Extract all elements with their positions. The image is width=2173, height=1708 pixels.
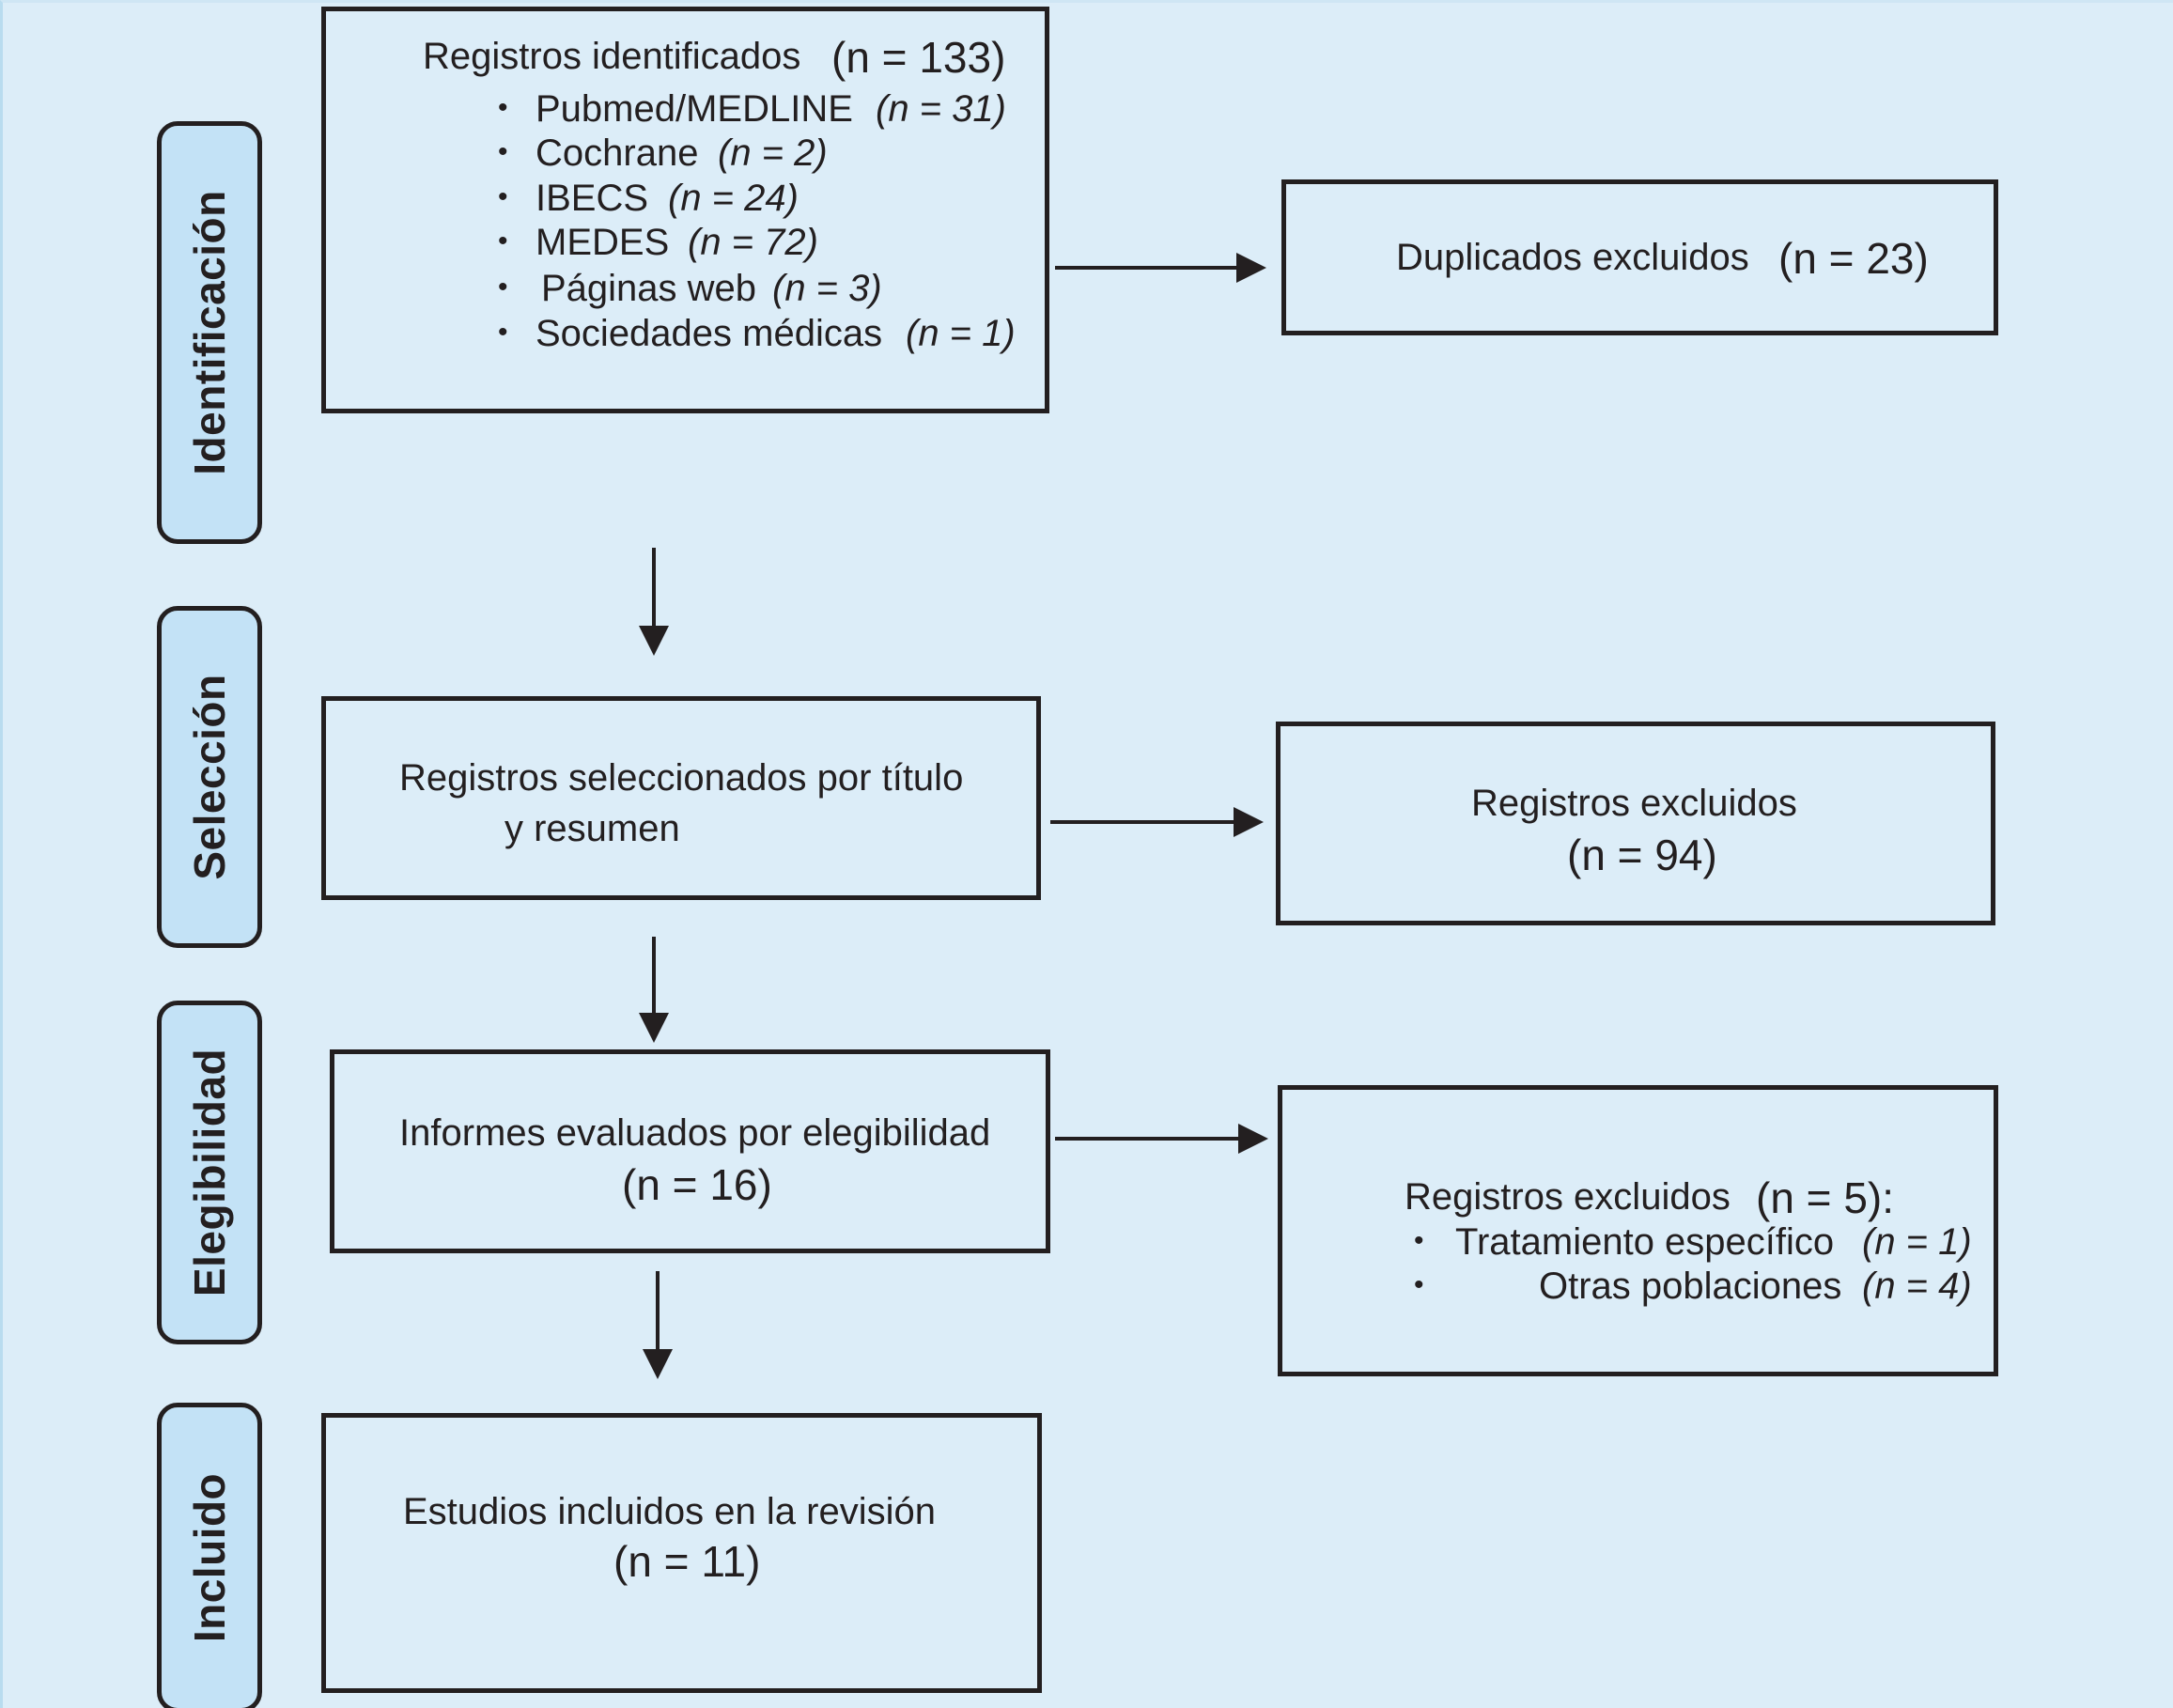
- phase-elegibilidad: Elegibilidad: [157, 1001, 262, 1344]
- included-count: (n = 11): [613, 1537, 761, 1586]
- source-bullet: •: [498, 272, 508, 303]
- source-count: (n = 24): [668, 178, 799, 219]
- source-name: Páginas web: [541, 268, 757, 309]
- phase-identificacion: Identificación: [157, 121, 262, 544]
- screen-excluded-count: (n = 94): [1567, 831, 1717, 879]
- arrow-to-elig-excluded: [1055, 1124, 1268, 1154]
- source-name: Cochrane: [535, 132, 699, 174]
- source-name: IBECS: [535, 178, 649, 219]
- connector-arrows: [639, 253, 1268, 1379]
- source-bullet: •: [498, 136, 508, 167]
- source-name: MEDES: [535, 222, 670, 263]
- duplicates-label: Duplicados excluidos: [1396, 237, 1749, 278]
- reason-bullet: •: [1414, 1225, 1424, 1256]
- included-studies-box: Estudios incluidos en la revisión (n = 1…: [321, 1413, 1042, 1693]
- reason-bullet: •: [1414, 1269, 1424, 1300]
- source-count: (n = 1): [906, 313, 1016, 354]
- elig-excluded-count: (n = 5):: [1756, 1173, 1895, 1222]
- source-bullet: •: [498, 181, 508, 212]
- eligibility-label: Informes evaluados por elegibilidad: [399, 1112, 991, 1154]
- source-bullet: •: [498, 225, 508, 256]
- reason-name: Otras poblaciones: [1539, 1265, 1842, 1307]
- source-count: (n = 72): [688, 222, 818, 263]
- reason-count: (n = 1): [1862, 1221, 1972, 1263]
- source-count: (n = 31): [876, 88, 1006, 130]
- phase-incluido: Incluido: [157, 1403, 262, 1708]
- eligibility-box: Informes evaluados por elegibilidad (n =…: [330, 1049, 1050, 1253]
- screen-excluded-box: Registros excluidos (n = 94): [1276, 722, 1995, 925]
- duplicates-excluded-box: Duplicados excluidos (n = 23): [1281, 179, 1998, 335]
- reason-name: Tratamiento específico: [1455, 1221, 1835, 1263]
- reason-count: (n = 4): [1862, 1265, 1972, 1307]
- source-name: Sociedades médicas: [535, 313, 883, 354]
- arrow-to-screen-excluded: [1050, 807, 1264, 837]
- screened-line2: y resumen: [504, 808, 680, 849]
- source-name: Pubmed/MEDLINE: [535, 88, 853, 130]
- screen-excluded-label: Registros excluidos: [1471, 783, 1797, 824]
- eligibility-count: (n = 16): [622, 1160, 772, 1209]
- phase-seleccion: Selección: [157, 606, 262, 948]
- eligibility-excluded-box: Registros excluidos (n = 5): • Tratamien…: [1278, 1085, 1998, 1376]
- arrow-to-screened: [639, 548, 669, 656]
- elig-excluded-label: Registros excluidos: [1405, 1176, 1731, 1218]
- screened-records-box: Registros seleccionados por título y res…: [321, 696, 1041, 900]
- arrow-to-eligibility: [639, 937, 669, 1043]
- duplicates-count: (n = 23): [1778, 234, 1929, 283]
- identified-records-box: Registros identificados (n = 133) • Pubm…: [321, 7, 1049, 413]
- source-bullet: •: [498, 92, 508, 123]
- included-label: Estudios incluidos en la revisión: [403, 1491, 936, 1532]
- source-count: (n = 3): [772, 268, 882, 309]
- source-bullet: •: [498, 317, 508, 348]
- screened-line1: Registros seleccionados por título: [399, 757, 964, 799]
- identified-count: (n = 133): [831, 33, 1006, 82]
- source-count: (n = 2): [718, 132, 828, 174]
- arrow-to-duplicates: [1055, 253, 1266, 283]
- arrow-to-included: [643, 1271, 673, 1379]
- identified-title: Registros identificados: [423, 36, 801, 77]
